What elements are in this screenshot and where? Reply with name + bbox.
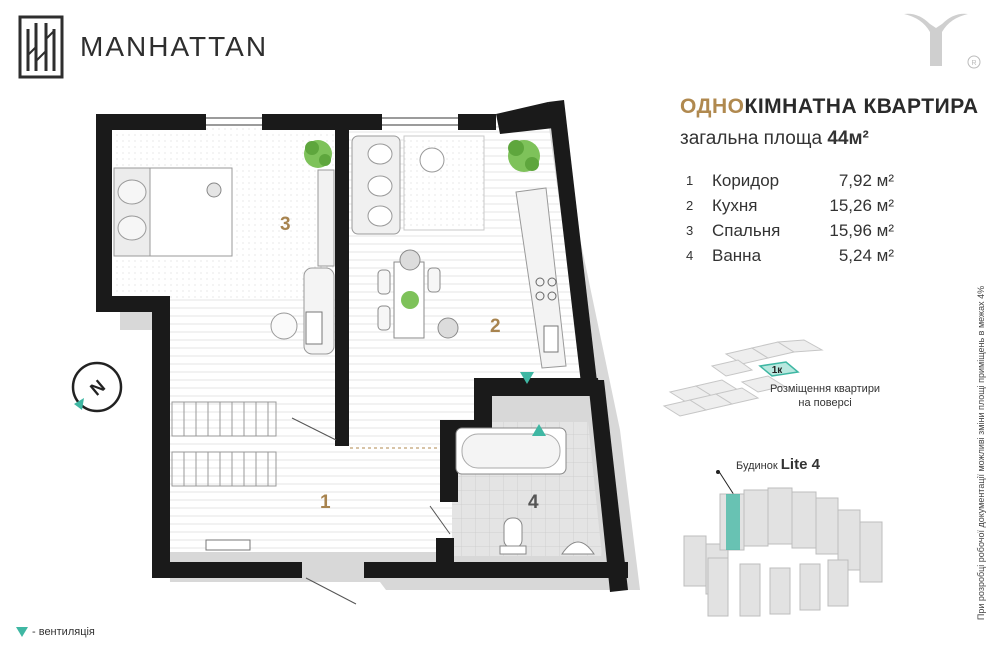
- manhattan-logo-icon: [18, 15, 64, 79]
- room-number: 3: [686, 223, 694, 238]
- apartment-marker: [758, 361, 800, 377]
- room-number-2: 2: [490, 316, 501, 337]
- brand: MANHATTAN: [18, 12, 268, 82]
- room-row: 4 Ванна 5,24 м²: [686, 243, 894, 268]
- brand-name: MANHATTAN: [80, 31, 269, 62]
- legend: - вентиляція: [16, 626, 95, 638]
- room-size: 7,92 м²: [838, 170, 894, 190]
- area-label: загальна площа: [680, 128, 823, 149]
- floor-caption-line1: Розміщення квартири: [770, 383, 881, 395]
- room-number-1: 1: [320, 492, 331, 513]
- ventilation-icon: [16, 627, 28, 637]
- room-size: 5,24 м²: [838, 245, 894, 265]
- room-name: Спальня: [712, 220, 781, 240]
- kitchen-counter: [515, 187, 567, 369]
- room-number: 2: [686, 198, 694, 213]
- developer-logo-icon: R: [904, 13, 981, 69]
- floor-plan: 3 2 1 4: [96, 100, 640, 605]
- title-accent: ОДНО: [680, 95, 745, 118]
- area-value: 44м²: [827, 128, 869, 149]
- plant-icon: [508, 140, 540, 172]
- side-note-text: При розробці робочої документації можлив…: [976, 285, 986, 621]
- floor-caption-line2: на поверсі: [798, 397, 852, 409]
- coffee-table: [419, 147, 445, 173]
- svg-text:R: R: [971, 60, 976, 67]
- building-complex-diagram: [683, 470, 883, 617]
- sofa: [351, 135, 401, 235]
- apartment-title: ОДНОКІМНАТНА КВАРТИРА: [680, 95, 979, 119]
- ventilation-icon: [532, 424, 546, 436]
- room-name: Кухня: [712, 195, 758, 215]
- legend-text: - вентиляція: [32, 626, 95, 638]
- radiator: [205, 539, 251, 551]
- ventilation-icon: [520, 372, 534, 384]
- rug: [403, 135, 485, 231]
- stair-rack: [171, 401, 277, 487]
- side-note: При розробці робочої документації можлив…: [976, 258, 990, 648]
- bed: [113, 167, 233, 257]
- plant-icon: [304, 140, 332, 168]
- floor-badge: 1к: [772, 365, 784, 376]
- title-rest: КІМНАТНА КВАРТИРА: [744, 95, 979, 118]
- room-row: 3 Спальня 15,96 м²: [686, 218, 894, 243]
- building-label: Будинок: [736, 460, 778, 472]
- corridor-floor-bottom: [168, 444, 452, 552]
- room-number-3: 3: [280, 214, 291, 235]
- floor-caption: Розміщення квартири на поверсі: [770, 382, 880, 410]
- room-number: 4: [686, 248, 694, 263]
- total-area: загальна площа 44м²: [680, 128, 869, 150]
- compass-icon: N: [71, 361, 123, 413]
- building-caption: Будинок Lite 4: [736, 456, 820, 473]
- room-list: 1 Коридор 7,92 м² 2 Кухня 15,26 м² 3 Спа…: [686, 168, 894, 268]
- sink: [561, 541, 595, 555]
- room-name: Коридор: [712, 170, 780, 190]
- floor-location-diagram: 1к: [662, 339, 824, 417]
- room-row: 1 Коридор 7,92 м²: [686, 168, 894, 193]
- room-size: 15,26 м²: [829, 195, 894, 215]
- wardrobe: [317, 169, 335, 267]
- room-number: 1: [686, 173, 694, 188]
- windows: [206, 117, 458, 126]
- room-name: Ванна: [712, 245, 762, 265]
- building-name: Lite 4: [780, 456, 820, 473]
- room-number-4: 4: [528, 492, 539, 513]
- doors: [291, 417, 451, 605]
- bathtub: [455, 427, 567, 475]
- room-size: 15,96 м²: [829, 220, 894, 240]
- keyboard: [305, 311, 323, 345]
- desk-chair: [270, 312, 298, 340]
- room-row: 2 Кухня 15,26 м²: [686, 193, 894, 218]
- dining-table: [377, 249, 459, 339]
- selected-building-marker: [726, 494, 740, 550]
- toilet: [499, 517, 527, 555]
